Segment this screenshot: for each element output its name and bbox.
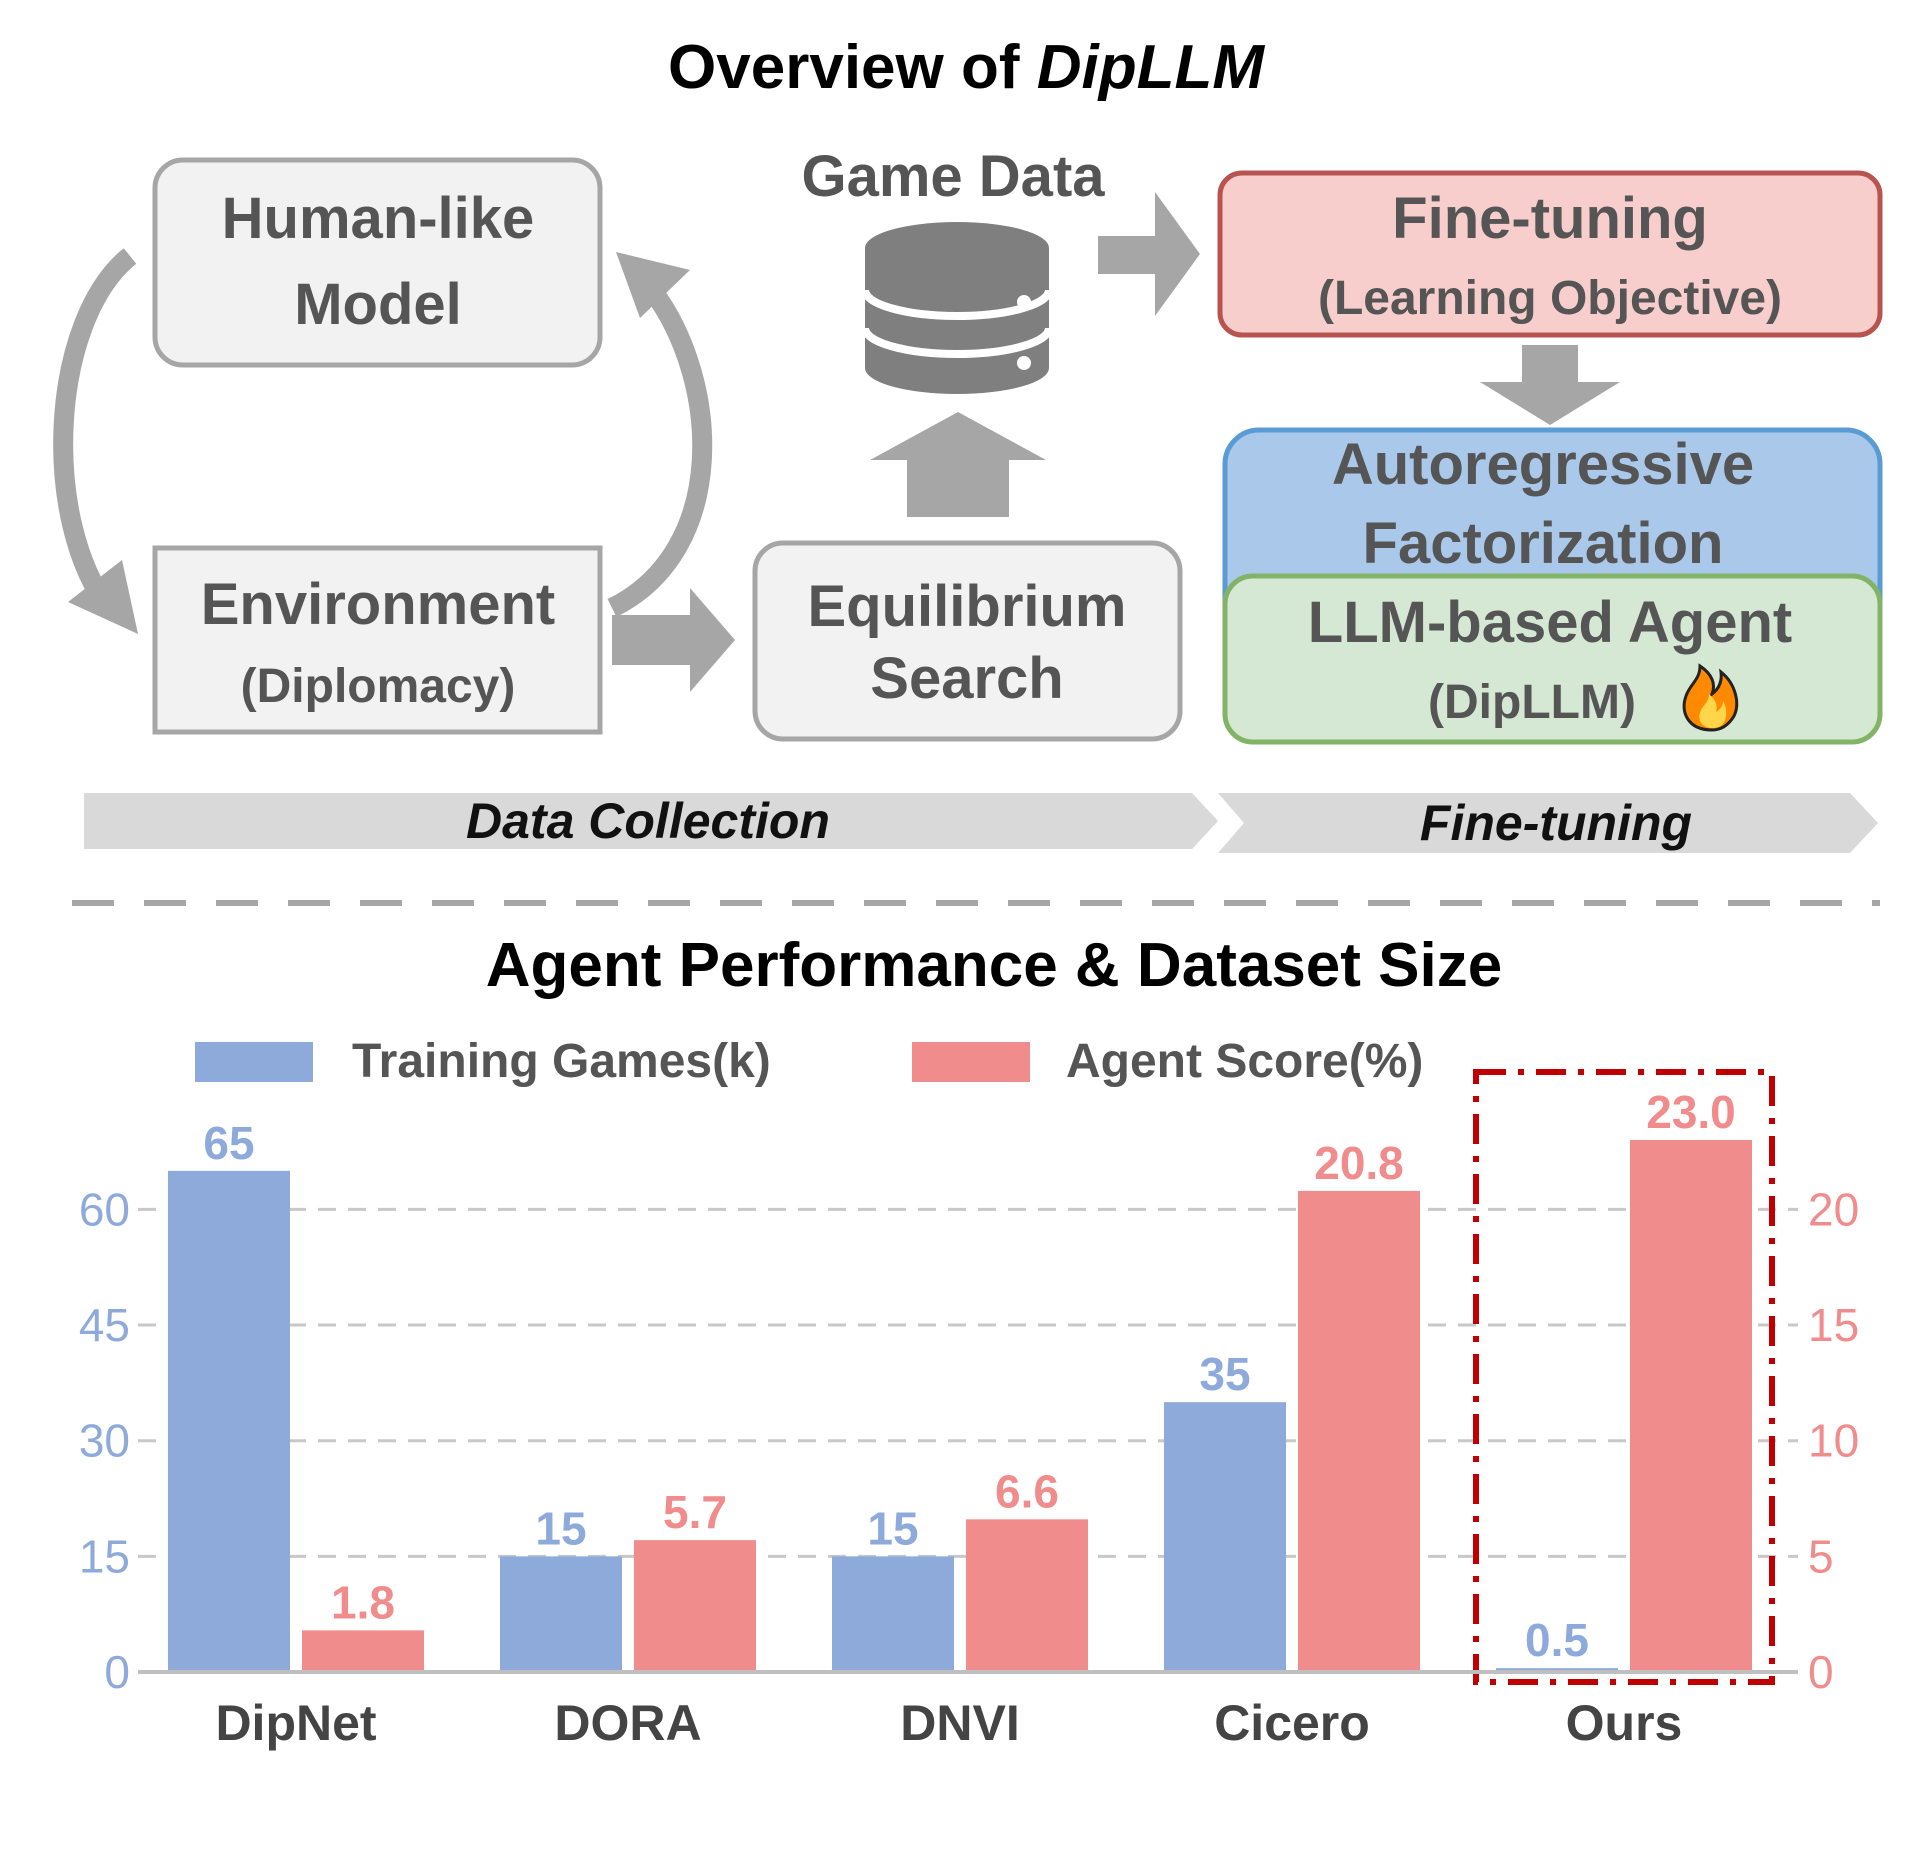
legend-label-agent-score: Agent Score(%) — [1066, 1035, 1423, 1088]
stage-fine-tuning: Fine-tuning — [1218, 793, 1878, 853]
arrow-up-to-database — [870, 412, 1046, 517]
chart-title: Agent Performance & Dataset Size — [486, 931, 1502, 1000]
legend-swatch-agent-score — [912, 1042, 1030, 1082]
y-left-tick-label: 60 — [79, 1183, 130, 1235]
bar-training-games — [500, 1556, 622, 1672]
y-right-tick-label: 20 — [1808, 1183, 1859, 1235]
overview-title-emphasis: DipLLM — [1037, 33, 1266, 102]
bar-agent-score — [966, 1519, 1088, 1672]
finetuning-objective-box: Fine-tuning (Learning Objective) — [1217, 170, 1883, 338]
cycle-arrow-down — [53, 248, 137, 617]
autoregressive-line2: Factorization — [1363, 511, 1724, 576]
stage-data-collection-label: Data Collection — [466, 793, 830, 849]
bar-training-games — [1164, 1402, 1286, 1672]
data-label-agent-score: 5.7 — [663, 1486, 727, 1538]
data-label-training-games: 15 — [535, 1502, 586, 1554]
cycle-arrow-up — [607, 283, 713, 617]
x-category-label: DNVI — [900, 1695, 1019, 1751]
game-data-label: Game Data — [801, 144, 1105, 209]
finetune-line1: Fine-tuning — [1392, 186, 1708, 251]
agent-line2: (DipLLM) — [1428, 676, 1636, 729]
arrow-env-to-equilibrium — [612, 588, 735, 692]
environment-line1: Environment — [201, 572, 556, 637]
highlight-box-ours — [1473, 1069, 1775, 1685]
arrow-finetune-to-autoregressive — [1480, 345, 1620, 425]
y-right-tick-label: 15 — [1808, 1299, 1859, 1351]
data-label-agent-score: 20.8 — [1314, 1137, 1404, 1189]
data-label-training-games: 35 — [1199, 1348, 1250, 1400]
y-right-tick-label: 5 — [1808, 1530, 1834, 1582]
bar-agent-score — [634, 1540, 756, 1672]
x-category-label: Ours — [1566, 1695, 1683, 1751]
y-left-tick-label: 45 — [79, 1299, 130, 1351]
bar-agent-score — [1630, 1140, 1752, 1672]
equilibrium-line2: Search — [870, 646, 1063, 711]
data-label-agent-score: 6.6 — [995, 1465, 1059, 1517]
environment-box: Environment (Diplomacy) — [152, 545, 603, 735]
legend-label-training-games: Training Games(k) — [352, 1035, 771, 1088]
bar-training-games — [832, 1556, 954, 1672]
data-label-training-games: 65 — [203, 1117, 254, 1169]
bar-agent-score — [1298, 1190, 1420, 1672]
legend-swatch-training-games — [195, 1042, 313, 1082]
agent-line1: LLM-based Agent — [1308, 590, 1792, 655]
stage-fine-tuning-label: Fine-tuning — [1420, 795, 1692, 851]
bar-training-games — [168, 1170, 290, 1672]
cycle-arrow-up-head — [616, 252, 690, 318]
overview-title: Overview of DipLLM — [668, 33, 1265, 102]
database-icon — [861, 222, 1053, 394]
environment-line2: (Diplomacy) — [241, 660, 516, 713]
human-model-line1: Human-like — [222, 186, 535, 251]
data-label-training-games: 15 — [867, 1502, 918, 1554]
human-like-model-box: Human-like Model — [152, 157, 603, 368]
equilibrium-search-box: Equilibrium Search — [752, 540, 1183, 742]
cycle-arrow-down-head — [68, 560, 138, 634]
data-label-agent-score: 1.8 — [331, 1576, 395, 1628]
x-category-label: DipNet — [215, 1695, 376, 1751]
fire-icon — [1682, 663, 1739, 732]
arrow-data-to-finetune — [1098, 192, 1200, 316]
x-category-label: DORA — [554, 1695, 701, 1751]
human-model-line2: Model — [294, 272, 462, 337]
y-right-tick-label: 0 — [1808, 1646, 1834, 1698]
x-category-label: Cicero — [1214, 1695, 1370, 1751]
finetune-line2: (Learning Objective) — [1318, 272, 1782, 325]
autoregressive-line1: Autoregressive — [1332, 432, 1754, 497]
stage-data-collection: Data Collection — [84, 793, 1218, 849]
equilibrium-line1: Equilibrium — [808, 574, 1127, 639]
bar-agent-score — [302, 1630, 424, 1672]
llm-agent-box: LLM-based Agent (DipLLM) — [1222, 573, 1883, 745]
chart-legend: Training Games(k) Agent Score(%) — [195, 1035, 1423, 1088]
data-label-agent-score: 23.0 — [1646, 1086, 1736, 1138]
y-left-tick-label: 0 — [104, 1646, 130, 1698]
data-label-training-games: 0.5 — [1525, 1614, 1589, 1666]
y-right-tick-label: 10 — [1808, 1415, 1859, 1467]
y-left-tick-label: 30 — [79, 1415, 130, 1467]
y-left-tick-label: 15 — [79, 1530, 130, 1582]
overview-title-prefix: Overview of — [668, 33, 1037, 102]
